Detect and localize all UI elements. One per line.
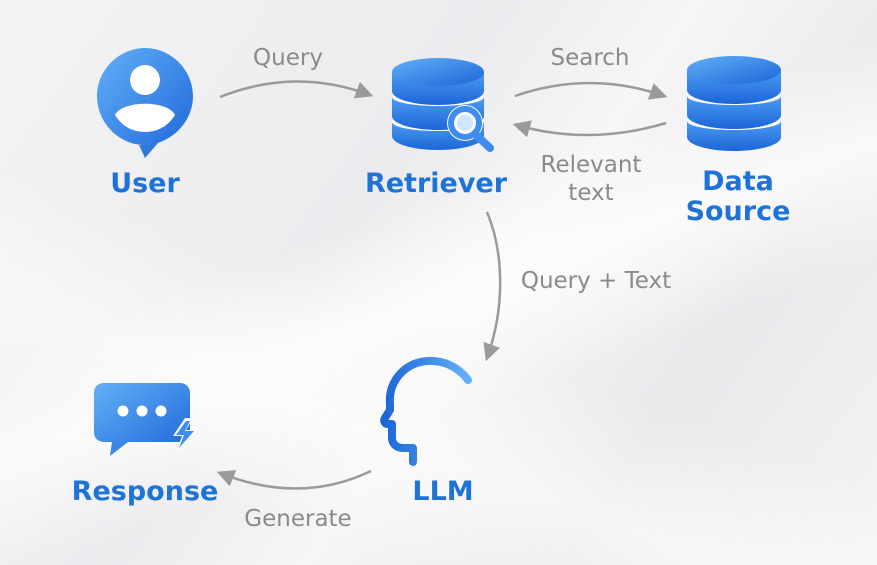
- arrow-retriever-to-datasource: [514, 81, 668, 100]
- edge-label-query-text: Query + Text: [520, 268, 672, 294]
- edge-label-search: Search: [550, 45, 630, 71]
- database-icon: [687, 56, 781, 151]
- node-label-data-source-line2: Source: [685, 196, 791, 227]
- node-label-response: Response: [71, 476, 219, 507]
- user-avatar-icon: [97, 48, 193, 158]
- node-label-user: User: [110, 168, 180, 199]
- node-label-llm: LLM: [412, 476, 474, 507]
- chat-bubble-bolt-icon: [94, 383, 196, 456]
- ai-head-icon: [380, 356, 503, 466]
- database-search-icon: [392, 58, 494, 152]
- arrow-llm-to-response: [216, 469, 372, 490]
- edge-label-relevant-text-line2: text: [568, 180, 614, 206]
- edge-label-query: Query: [253, 45, 323, 71]
- arrow-datasource-to-retriever: [512, 120, 667, 138]
- node-label-retriever: Retriever: [364, 168, 508, 199]
- edge-label-relevant-text-line1: Relevant: [540, 152, 642, 178]
- edge-label-generate: Generate: [244, 506, 352, 532]
- arrow-retriever-to-llm: [483, 211, 502, 362]
- node-label-data-source-line1: Data: [702, 166, 774, 197]
- arrow-user-to-retriever: [219, 80, 374, 99]
